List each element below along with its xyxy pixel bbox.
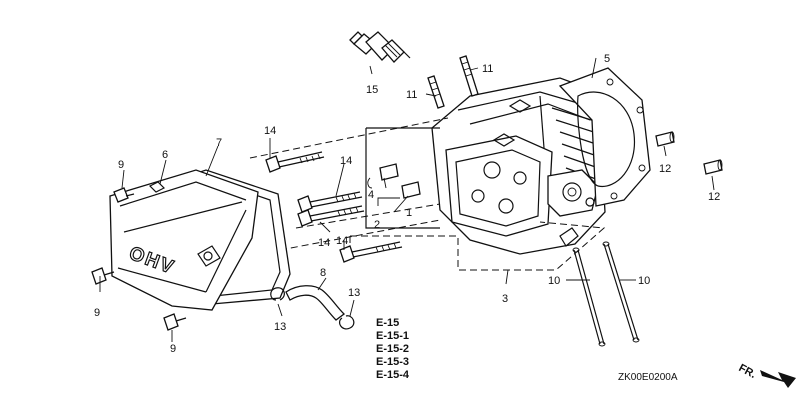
- callout-9-left: 9: [94, 307, 100, 319]
- callout-6: 6: [162, 149, 168, 161]
- head-bolt-4: [339, 241, 403, 263]
- direction-label: FR.: [737, 362, 758, 381]
- callout-4: 4: [368, 189, 374, 201]
- ref-e-15-1: E-15-1: [376, 330, 409, 342]
- ref-e-15-4: E-15-4: [376, 369, 410, 381]
- ref-e-15-2: E-15-2: [376, 343, 409, 355]
- callout-14-top: 14: [264, 125, 276, 137]
- dowel-pin-upper: [655, 131, 675, 147]
- callout-11-upper: 11: [482, 63, 493, 75]
- callout-5: 5: [604, 53, 610, 65]
- callout-15: 15: [366, 84, 378, 96]
- push-rod-right: [602, 241, 640, 343]
- callout-8: 8: [320, 267, 326, 279]
- dowel-pin-collar: [367, 163, 421, 199]
- flange-bolt-left: [91, 267, 115, 285]
- stud-bolt-lower: [427, 75, 445, 109]
- flange-bolt-lower: [163, 313, 187, 331]
- breather-tube: [285, 285, 345, 321]
- head-bolt-3: [297, 205, 365, 227]
- arrow-icon: [760, 370, 796, 388]
- dashed-group-outline: [350, 221, 606, 271]
- callout-3: 3: [502, 293, 508, 305]
- callout-7: 7: [216, 137, 222, 149]
- head-bolt-1: [265, 151, 325, 173]
- head-gasket: [558, 67, 651, 207]
- head-bolt-2: [297, 191, 363, 213]
- callout-9-lower: 9: [170, 343, 176, 355]
- stud-bolt-upper: [459, 55, 479, 97]
- callout-14-left: 14: [318, 237, 330, 249]
- callout-12-upper: 12: [659, 163, 671, 175]
- callout-10-left: 10: [548, 275, 560, 287]
- callout-1: 1: [406, 207, 412, 219]
- flange-bolt-upper: [113, 187, 135, 203]
- callout-14-mid: 14: [340, 155, 352, 167]
- front-direction-indicator: FR.: [737, 362, 796, 388]
- diagram-code: ZK00E0200A: [618, 372, 678, 383]
- callout-13-right: 13: [348, 287, 360, 299]
- bracket-box: [365, 127, 440, 229]
- cylinder-head: [431, 77, 606, 255]
- callout-2: 2: [374, 219, 380, 231]
- leader-lines: [99, 57, 715, 342]
- dowel-pin-lower: [703, 159, 723, 175]
- callout-13-left: 13: [274, 321, 286, 333]
- callout-9-upper: 9: [118, 159, 124, 171]
- tube-clip-right: [338, 315, 355, 330]
- callout-12-lower: 12: [708, 191, 720, 203]
- ref-e-15: E-15: [376, 317, 399, 329]
- head-cover: OHV: [109, 169, 259, 311]
- push-rod-left: [572, 247, 606, 347]
- spark-plug: [349, 31, 411, 63]
- callout-11-lower: 11: [406, 89, 417, 101]
- ref-e-15-3: E-15-3: [376, 356, 409, 368]
- callout-14-bottom: 14: [336, 235, 348, 247]
- callout-10-right: 10: [638, 275, 650, 287]
- tube-clip-left: [270, 287, 285, 301]
